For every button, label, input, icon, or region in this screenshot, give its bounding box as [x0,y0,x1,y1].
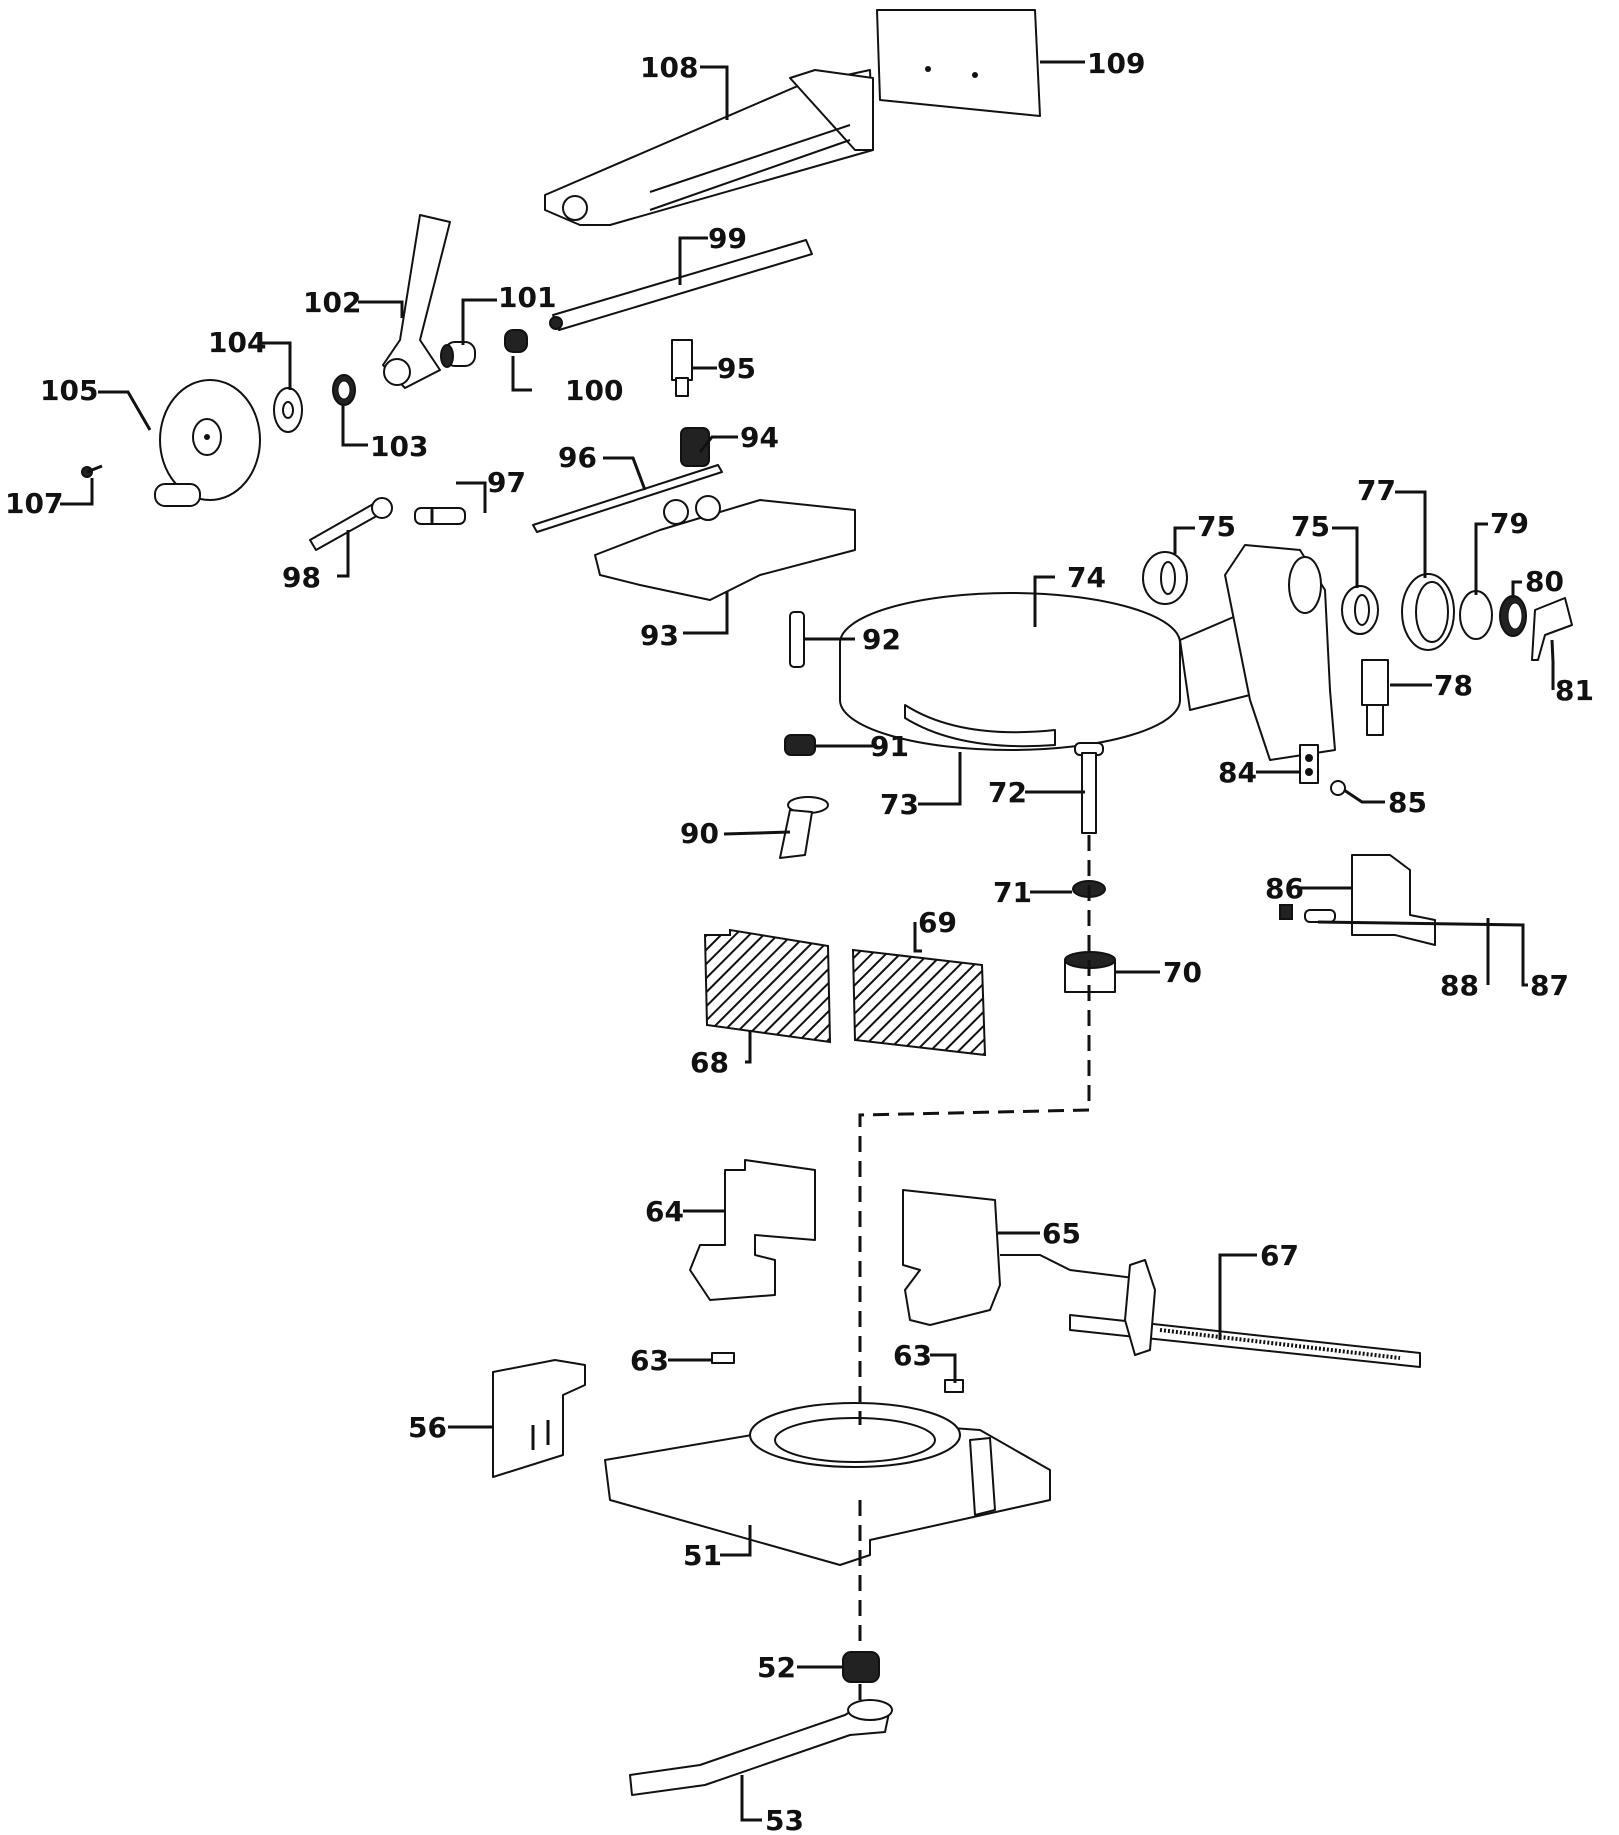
callout-68: 68 [690,1046,729,1079]
part-73-scale [904,704,1056,748]
callout-93: 93 [640,619,679,652]
part-84-plate [1299,744,1319,784]
part-85-ring [1330,780,1346,796]
callout-80: 80 [1525,565,1564,598]
part-56-bracket [492,1359,586,1478]
callout-75-right: 75 [1291,510,1330,543]
part-75-washer-left [1142,551,1188,605]
callout-86: 86 [1265,872,1304,905]
callout-97: 97 [487,466,526,499]
callout-100: 100 [565,374,623,407]
part-63-pin-left [711,1352,735,1364]
part-77-flange [1401,573,1455,651]
callout-53: 53 [765,1804,804,1835]
part-79-washer [1459,590,1493,640]
callout-81: 81 [1555,674,1594,707]
callout-99: 99 [708,222,747,255]
part-91-nut [784,734,816,756]
callout-67: 67 [1260,1239,1299,1272]
callout-70: 70 [1163,956,1202,989]
part-78-switch [1361,659,1389,736]
callout-52: 52 [757,1651,796,1684]
part-68-fence-face-left [703,928,832,1044]
callout-75-left: 75 [1197,510,1236,543]
callout-78: 78 [1434,669,1473,702]
callout-74: 74 [1067,561,1106,594]
callout-101: 101 [498,281,556,314]
part-65-right-fence [902,1189,1151,1326]
part-86-bracket [1351,854,1436,946]
callout-72: 72 [988,776,1027,809]
part-109-plate [876,9,1041,117]
part-97-pin [414,507,466,525]
part-102-lever [382,214,451,389]
part-75-washer-right [1341,585,1379,635]
part-52-nut [842,1651,880,1683]
callout-98: 98 [282,561,321,594]
part-95-pin [671,339,693,397]
part-104-washer [273,387,303,433]
callout-79: 79 [1490,507,1529,540]
part-74-turntable [839,592,1271,751]
part-80-seal [1499,595,1527,637]
callout-63-left: 63 [630,1344,669,1377]
callout-73: 73 [880,788,919,821]
callout-87: 87 [1530,969,1569,1002]
callout-92: 92 [862,623,901,656]
callout-105: 105 [40,374,98,407]
part-101-bushing [440,341,476,368]
part-96-strip [532,464,723,533]
part-67-stop-rod [1069,1259,1421,1368]
callout-94: 94 [740,421,779,454]
part-103-bearing [332,374,356,406]
part-90-lever [779,796,829,859]
part-69-fence-face-right [851,948,987,1057]
callout-51: 51 [683,1539,722,1572]
callout-65: 65 [1042,1217,1081,1250]
leader-lines [60,60,1555,1822]
callout-102: 102 [303,286,361,319]
part-64-left-fence [689,1159,816,1301]
callout-95: 95 [717,352,756,385]
callout-109: 109 [1087,47,1145,80]
callout-77: 77 [1357,474,1396,507]
callout-88: 88 [1440,969,1479,1002]
part-94-spring [680,427,710,467]
part-53-miter-handle [629,1699,893,1796]
callout-91: 91 [870,730,909,763]
callout-85: 85 [1388,786,1427,819]
callout-104: 104 [208,326,266,359]
part-74-pivot-arm [1224,544,1336,761]
part-93-bracket [594,495,856,601]
callout-108: 108 [640,51,698,84]
part-100-spring [504,329,528,353]
part-107-pin [81,464,103,478]
assembly-axis-upper [858,835,1091,1425]
part-98-handle [309,497,393,551]
callout-90: 90 [680,817,719,850]
callout-71: 71 [993,876,1032,909]
part-72-bolt [1074,742,1104,834]
callout-64: 64 [645,1195,684,1228]
part-92-pin [789,611,805,668]
callout-69: 69 [918,906,957,939]
part-105-handwheel [154,379,261,507]
part-87-pin [1304,909,1336,923]
part-88-nut [1279,904,1293,920]
part-99-shaft [549,239,813,331]
part-51-base [604,1402,1051,1566]
callout-107: 107 [5,487,63,520]
part-108-fence-arm [544,69,874,226]
callout-63-right: 63 [893,1339,932,1372]
callout-103: 103 [370,430,428,463]
callout-56: 56 [408,1411,447,1444]
part-81-tab [1531,597,1573,661]
callout-96: 96 [558,441,597,474]
callout-84: 84 [1218,756,1257,789]
